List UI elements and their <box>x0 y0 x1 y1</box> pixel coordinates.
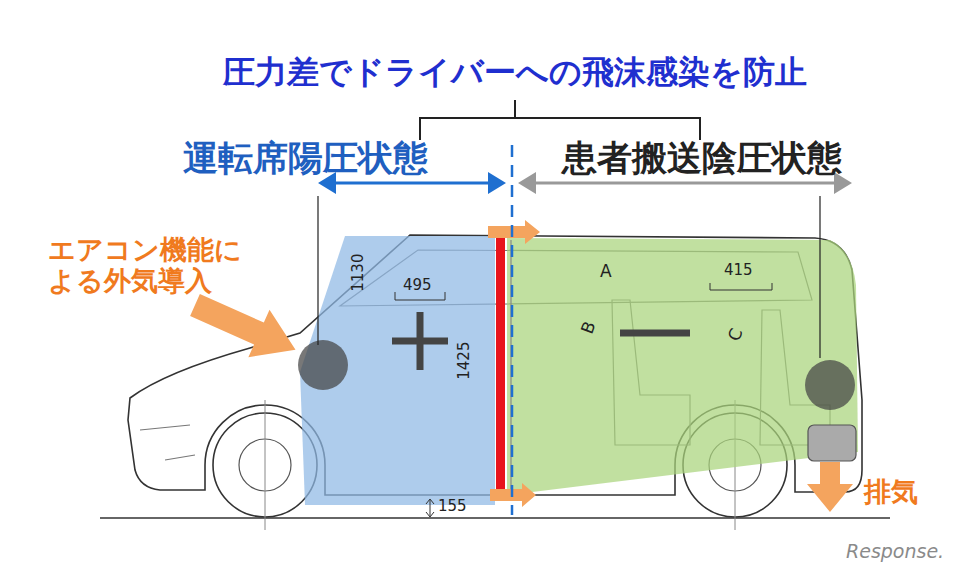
flow-arrow <box>488 220 540 244</box>
bumper-line <box>140 425 195 460</box>
zone-arrow <box>332 182 492 185</box>
patient-region <box>507 238 858 495</box>
ground-line <box>100 517 890 518</box>
title: 圧力差でドライバーへの飛沫感染を防止 <box>180 54 850 91</box>
zone-label: 運転席陽圧状態 <box>183 138 428 178</box>
zone-arrow <box>534 182 836 185</box>
bracket <box>420 100 700 140</box>
dimension-mark <box>426 499 434 517</box>
air-inlet <box>298 340 348 390</box>
dimension: 155 <box>438 498 467 515</box>
negative-mark <box>620 330 690 337</box>
dimension-line <box>710 283 772 290</box>
positive-mark <box>392 312 448 370</box>
callout: 排気 <box>864 476 918 507</box>
partition <box>496 236 505 498</box>
dimension: 495 <box>403 277 432 294</box>
extent-line <box>318 196 820 358</box>
exhaust-unit <box>808 425 856 461</box>
exhaust-arrow <box>807 462 853 512</box>
zone-label: 患者搬送陰圧状態 <box>562 138 842 178</box>
seat-label: A <box>600 262 612 282</box>
dimension: 1425 <box>456 342 473 380</box>
boundary-line <box>511 145 514 515</box>
seat-label: C <box>725 326 747 344</box>
watermark: Response. <box>846 541 944 563</box>
callout: エアコン機能に よる外気導入 <box>48 234 253 296</box>
dimension: 415 <box>724 262 753 279</box>
dimension: 1130 <box>350 254 367 292</box>
air-outlet <box>805 360 855 410</box>
seat-label: B <box>578 319 600 337</box>
